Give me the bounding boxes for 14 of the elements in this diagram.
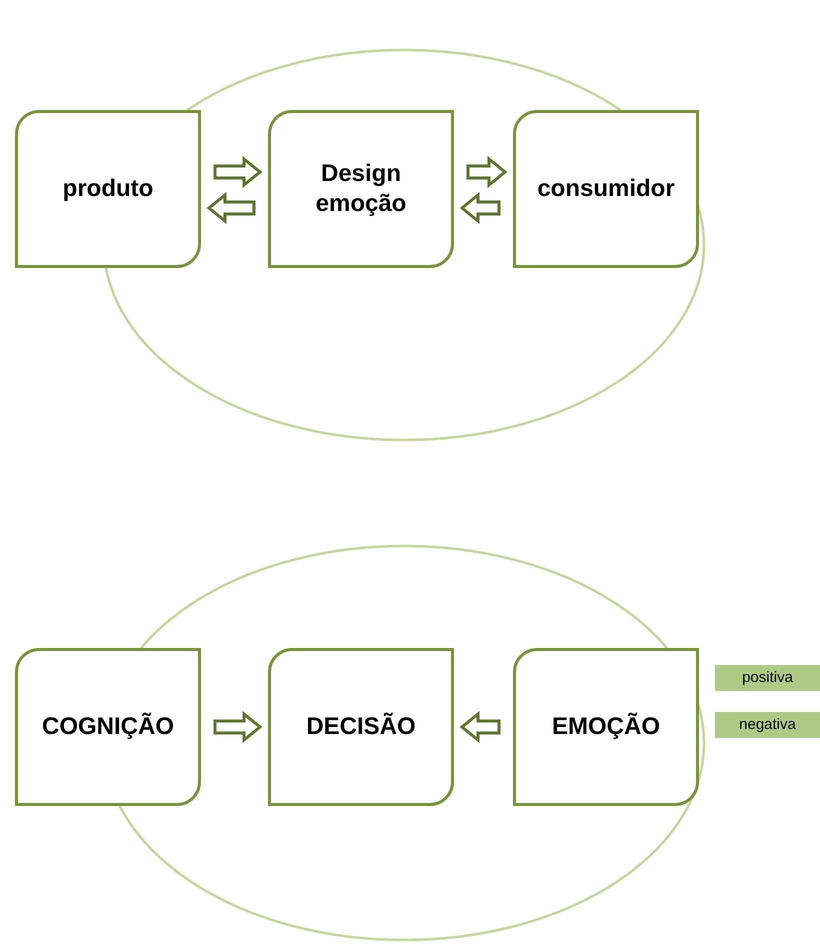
rounded-box: consumidor: [513, 110, 699, 268]
tag-box: negativa: [715, 712, 820, 738]
rounded-box: EMOÇÃO: [513, 648, 699, 806]
block-arrow: [460, 710, 500, 744]
rounded-box: Design emoção: [268, 110, 454, 268]
block-arrow: [214, 156, 262, 188]
rounded-box: DECISÃO: [268, 648, 454, 806]
block-arrow: [214, 710, 262, 744]
rounded-box: produto: [15, 110, 201, 268]
block-arrow: [460, 192, 500, 224]
tag-box: positiva: [715, 665, 820, 691]
rounded-box: COGNIÇÃO: [15, 648, 201, 806]
block-arrow: [206, 192, 256, 224]
block-arrow: [466, 156, 508, 188]
